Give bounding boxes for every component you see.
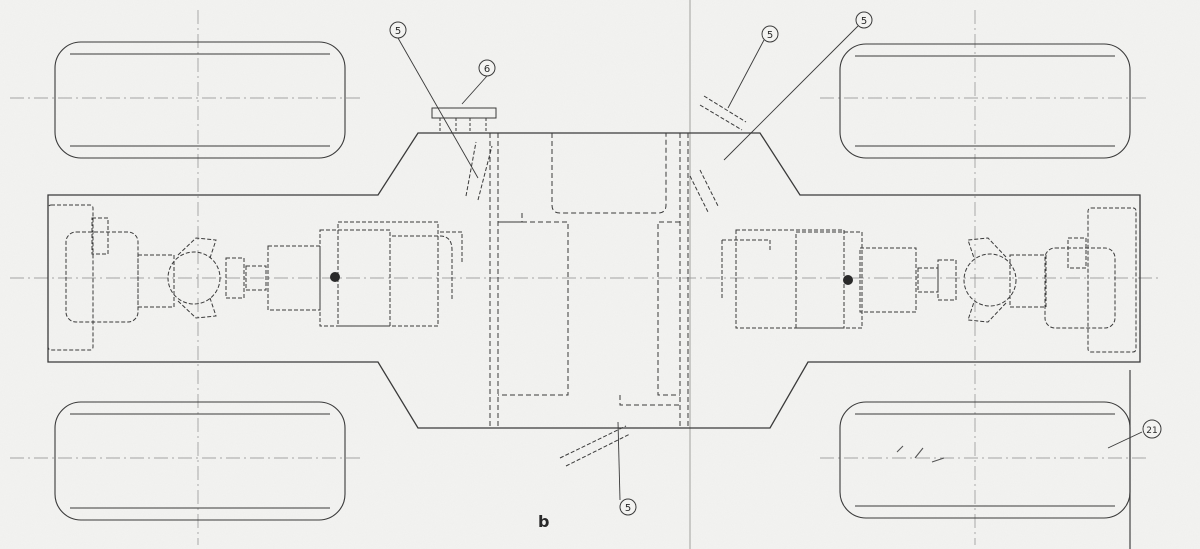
leader-lines xyxy=(397,25,1143,501)
callout-label: 5 xyxy=(767,30,773,41)
tyre-rear-right xyxy=(839,401,1131,519)
callout-label: 5 xyxy=(395,26,401,37)
right-hub-marker xyxy=(843,275,853,285)
central-bay xyxy=(489,133,689,428)
hull-outline xyxy=(47,132,1141,429)
callout-label: 21 xyxy=(1146,426,1157,436)
center-lines xyxy=(10,10,1160,545)
callout-balloon-5-top-left: 5 xyxy=(389,21,407,39)
mounting-flange xyxy=(431,107,497,133)
callout-label: 6 xyxy=(484,64,490,75)
callout-balloon-5-top-mid: 5 xyxy=(761,25,779,43)
callout-balloon-5-top-right: 5 xyxy=(855,11,873,29)
left-hub-marker xyxy=(330,272,340,282)
right-drive-train xyxy=(721,207,1137,353)
callout-balloon-5-bottom: 5 xyxy=(619,498,637,516)
tyre-rear-left xyxy=(54,401,346,521)
callout-balloon-21: 21 xyxy=(1142,419,1162,439)
tyre-front-left xyxy=(54,41,346,159)
callout-label: 5 xyxy=(861,16,867,27)
tyre-front-right xyxy=(839,43,1131,159)
callout-label: 5 xyxy=(625,503,631,514)
callout-balloon-6: 6 xyxy=(478,59,496,77)
inclined-ports xyxy=(465,95,747,467)
stray-pencil-mark: b xyxy=(538,512,549,531)
